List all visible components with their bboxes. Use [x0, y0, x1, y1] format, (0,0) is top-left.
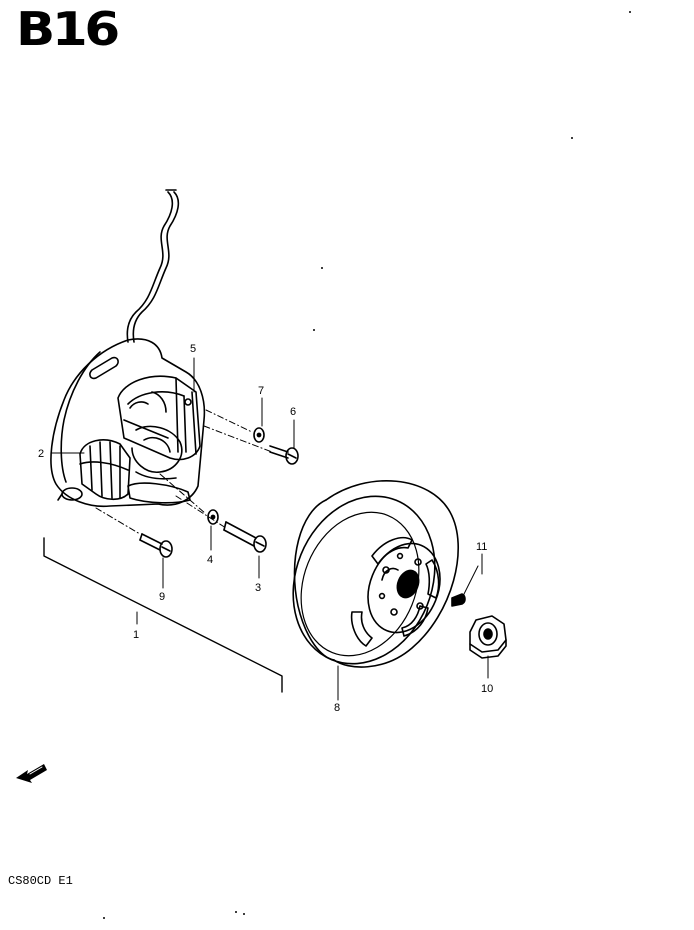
callout-5: 5 [190, 343, 196, 355]
callout-7: 7 [258, 385, 264, 397]
callout-10: 10 [481, 683, 493, 695]
pickup-coil [127, 482, 191, 504]
stator-hub [131, 425, 183, 473]
leader-lines [95, 409, 273, 535]
flywheel-rotor [292, 480, 459, 668]
callout-leaders [51, 357, 489, 701]
washer-part-7 [253, 427, 265, 443]
callout-11: 11 [476, 541, 487, 553]
callout-numbers: 1 2 3 4 5 6 7 8 9 10 11 [38, 343, 493, 714]
screw-part-3 [223, 521, 267, 553]
scan-specks [103, 11, 631, 919]
nut-part-10 [469, 615, 507, 659]
lower-coil [79, 439, 131, 501]
callout-3: 3 [255, 582, 261, 594]
wire-lead [126, 191, 174, 343]
callout-8: 8 [334, 702, 340, 714]
screw-part-9 [139, 533, 173, 558]
screw-part-6 [269, 445, 299, 465]
key-part-11 [451, 565, 479, 607]
callout-4: 4 [207, 554, 213, 566]
assembly-bracket [43, 537, 283, 693]
callout-9: 9 [159, 591, 165, 603]
model-code: CS80CD E1 [8, 874, 73, 888]
stator-assembly [50, 189, 206, 508]
upper-coil [117, 375, 201, 461]
section-code: B16 [16, 2, 120, 56]
plate-slot [89, 356, 119, 380]
callout-2: 2 [38, 448, 44, 460]
stator-plate [50, 338, 206, 508]
front-arrow-icon [16, 764, 47, 783]
washer-part-4 [207, 509, 219, 525]
callout-6: 6 [290, 406, 296, 418]
callout-1: 1 [133, 629, 139, 641]
